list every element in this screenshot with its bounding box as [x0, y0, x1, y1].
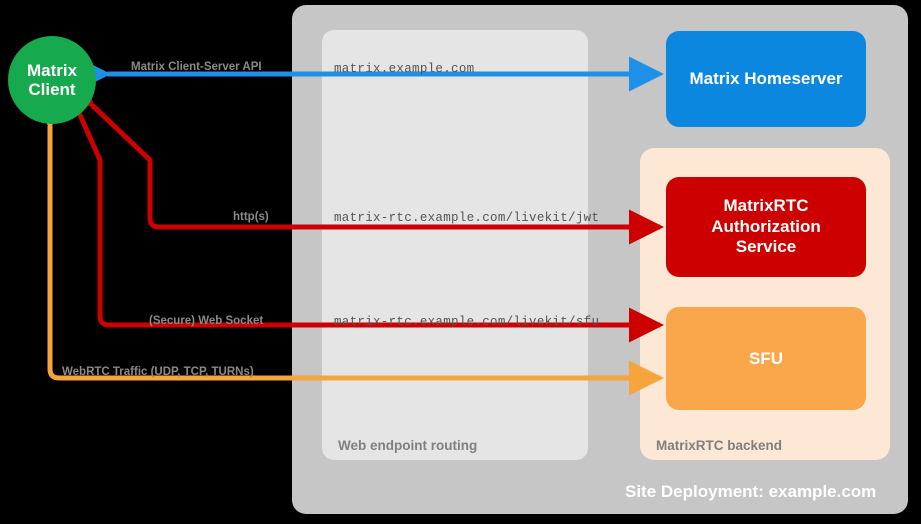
endpoint-sfu-url: matrix-rtc.example.com/livekit/sfu [334, 315, 600, 329]
matrixrtc-backend-label: MatrixRTC backend [656, 438, 783, 453]
flow-label-client-server-api: Matrix Client-Server API [131, 61, 262, 73]
node-sfu[interactable]: SFU [666, 307, 866, 410]
homeserver-label: Matrix Homeserver [689, 69, 843, 88]
flow-label-web-socket: (Secure) Web Socket [149, 315, 264, 327]
node-matrix-homeserver[interactable]: Matrix Homeserver [666, 31, 866, 127]
flow-webrtc-traffic [32, 95, 665, 396]
endpoint-jwt-url: matrix-rtc.example.com/livekit/jwt [334, 211, 600, 225]
endpoint-matrix-url: matrix.example.com [334, 62, 475, 76]
site-deployment-label: Site Deployment: example.com [625, 482, 877, 501]
flow-label-webrtc-traffic: WebRTC Traffic (UDP, TCP, TURNs) [62, 366, 254, 378]
flow-http-jwt [57, 70, 665, 245]
web-endpoint-routing-label: Web endpoint routing [338, 438, 478, 453]
flow-label-http: http(s) [233, 211, 269, 223]
sfu-label: SFU [749, 348, 783, 368]
